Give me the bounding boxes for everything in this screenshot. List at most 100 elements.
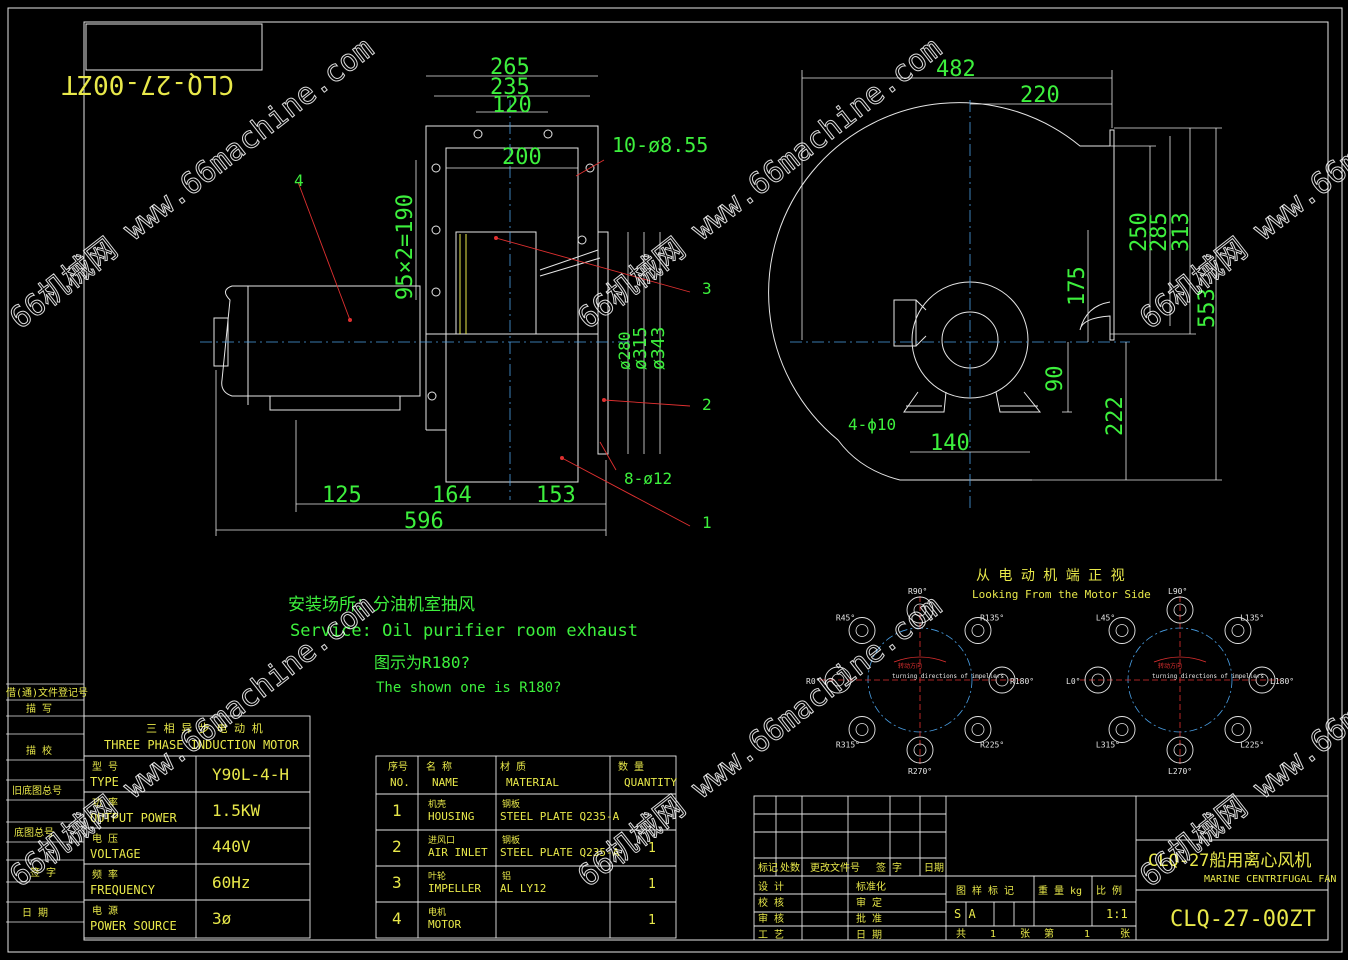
weight-label: 重 量 kg: [1038, 884, 1082, 897]
housing-position-hub: [913, 603, 927, 617]
role-left: 审 核: [758, 912, 784, 925]
rotation-label: R225°: [980, 741, 1004, 750]
motor-row-en: FREQUENCY: [90, 883, 156, 897]
dim-153: 153: [536, 483, 576, 508]
dim-250: 250: [1127, 212, 1152, 252]
motor-row-value: 3ø: [212, 909, 232, 928]
watermark-text: 66机械网 www.66machine.com: [3, 589, 380, 894]
sheet-text: 张: [1120, 928, 1130, 940]
bolt-holes: [427, 129, 595, 401]
rotation-center-cn: 转动方向: [898, 662, 922, 670]
rotation-label: R180°: [1010, 677, 1034, 686]
parts-header-cn: 名 称: [426, 760, 452, 773]
rotation-label: L315°: [1096, 741, 1120, 750]
side-view: [213, 125, 609, 483]
service-en: Service: Oil purifier room exhaust: [290, 621, 638, 641]
parts-row-name: MOTOR: [428, 918, 461, 931]
motor-row-cn: 功 率: [92, 796, 118, 809]
motor-foot-left: [903, 391, 947, 413]
rev-header: 日期: [924, 862, 944, 874]
dim-553: 553: [1195, 288, 1220, 328]
sheet-text: 共: [956, 928, 966, 940]
rev-header: 处数: [780, 861, 800, 874]
side-dimensions: [215, 75, 661, 536]
parts-row-qty: 1: [648, 877, 656, 892]
housing-position-outline: [1248, 666, 1276, 694]
rotation-arrow: [1153, 656, 1207, 663]
parts-header-cn: 序号: [388, 760, 408, 773]
watermark-text: 66机械网 www.66machine.com: [571, 31, 948, 336]
strip-label-5: 签 字: [30, 866, 56, 879]
dim-164: 164: [432, 483, 472, 508]
rotation-diagram-left: R90°R135°R45°R180°R0°R225°R315°R270°转动方向…: [806, 587, 1034, 776]
housing-position-hub: [855, 624, 869, 637]
motor-title-en: THREE PHASE INDUCTION MOTOR: [104, 738, 300, 752]
dim-90: 90: [1043, 366, 1068, 393]
motor-table-grid: [83, 715, 311, 939]
front-view: [768, 102, 1115, 481]
parts-header-en: QUANTITY: [624, 776, 677, 789]
parts-header-en: NO.: [390, 776, 410, 789]
dim-dia-280: ø280: [615, 331, 634, 370]
rotation-title-cn: 从 电 动 机 端 正 视: [976, 568, 1125, 584]
rotation-label: R315°: [836, 741, 860, 750]
housing-position-hub: [831, 673, 845, 687]
role-left: 设 计: [758, 880, 784, 893]
callout-2: 2: [702, 395, 712, 414]
rotation-label: R90°: [908, 587, 927, 596]
parts-row-material: STEEL PLATE Q235-A: [500, 846, 620, 859]
base-holes-label: 4-ϕ10: [848, 415, 896, 434]
housing-position-outline: [988, 666, 1016, 694]
title-block-content: 标记处数更改文件号签 字日期设 计校 核审 核工 艺标准化审 定批 准日 期图 …: [758, 851, 1336, 941]
housing-position-outline: [1224, 716, 1252, 743]
mirrored-drawing-number: CLQ-27-00ZT: [61, 69, 234, 99]
sheet-text: 张: [1020, 928, 1030, 940]
dim-220: 220: [1020, 83, 1060, 108]
dim-313: 313: [1169, 212, 1194, 252]
parts-row-material-cn: 钢板: [502, 834, 520, 846]
rotation-center-en: turning directions of impellers: [892, 673, 1004, 680]
housing-position-outline: [1166, 736, 1194, 764]
parts-row-name-cn: 机壳: [428, 798, 446, 810]
callout-3: 3: [702, 279, 712, 298]
motor-title-cn: 三 相 异 步 电 动 机: [146, 721, 263, 735]
parts-row-name: IMPELLER: [428, 882, 481, 895]
rotation-label: L45°: [1096, 613, 1115, 622]
rotation-label: R135°: [980, 613, 1004, 622]
outlet-plate: [597, 231, 609, 455]
service-cn: 安装场所：分油机室抽风: [288, 595, 475, 615]
housing-position-hub: [971, 624, 985, 637]
housing-lower: [445, 333, 579, 483]
housing-position-outline: [1224, 617, 1252, 644]
motor-row-cn: 型 号: [92, 760, 118, 773]
strip-label-2: 描 校: [26, 744, 52, 757]
rotation-label: L225°: [1240, 741, 1264, 750]
housing-position-hub: [1173, 603, 1187, 617]
inner-frame: [83, 21, 1329, 941]
outer-frame: [7, 7, 1343, 953]
housing-position-hub: [1231, 624, 1245, 637]
rev-header: 更改文件号: [810, 861, 860, 874]
parts-row-material-cn: 铝: [502, 870, 511, 882]
rotation-label: R0°: [806, 677, 820, 686]
parts-header-cn: 数 量: [618, 760, 644, 773]
rotation-center-en: turning directions of impellers: [1152, 673, 1264, 680]
stage-label: 图 样 标 记: [956, 884, 1014, 897]
parts-row-material: STEEL PLATE Q235-A: [500, 810, 620, 823]
rotation-title-en: Looking From the Motor Side: [972, 588, 1151, 601]
rotation-label: L90°: [1168, 587, 1187, 596]
dim-dia-343: ø343: [648, 327, 669, 370]
parts-row-name-cn: 叶轮: [428, 870, 446, 882]
motor-body: [221, 285, 421, 397]
inlet-ring: [455, 231, 537, 335]
role-right: 日 期: [856, 929, 882, 941]
parts-row-no: 1: [392, 801, 402, 820]
housing-position-outline: [906, 736, 934, 764]
callout-4: 4: [294, 171, 304, 190]
strip-label-0: 借(通)文件登记号: [6, 686, 88, 699]
sheet-text: 第: [1044, 927, 1054, 940]
rotation-arrow: [893, 656, 947, 663]
parts-header-cn: 材 质: [500, 760, 526, 773]
housing-position-hub: [1173, 743, 1187, 757]
